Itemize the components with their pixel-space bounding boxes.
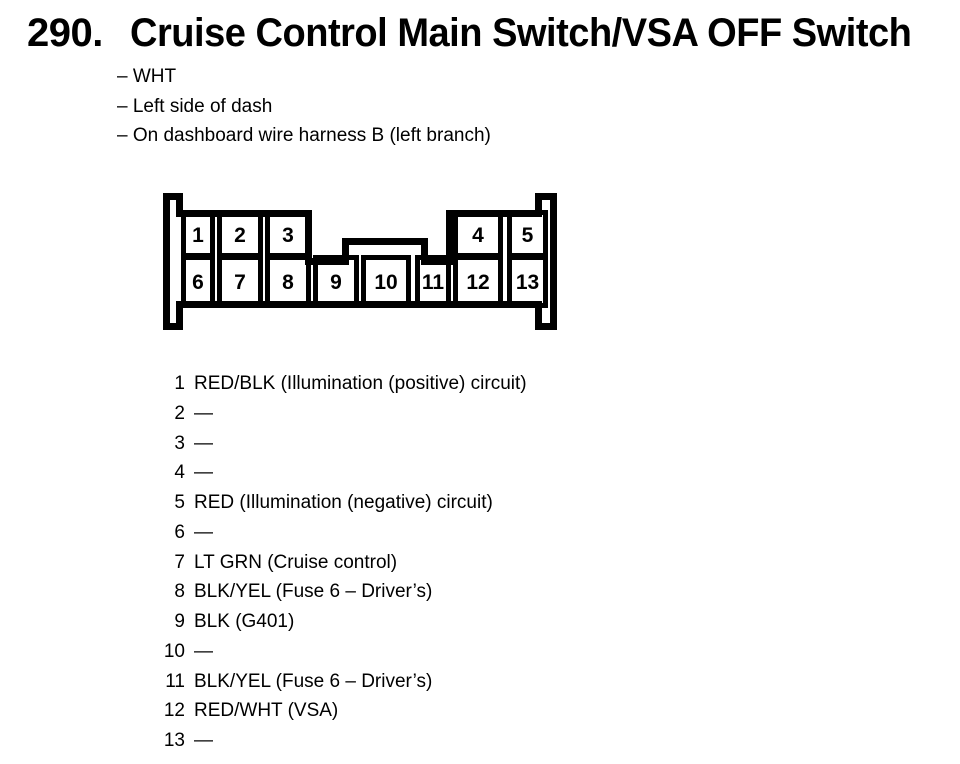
pin-row-1: 1 RED/BLK (Illumination (positive) circu… — [152, 369, 527, 399]
pin-wire-desc: — — [194, 640, 213, 662]
pin-number: 5 — [174, 492, 185, 513]
detail-line-harness: – On dashboard wire harness B (left bran… — [117, 125, 491, 146]
pin-number: 3 — [174, 432, 185, 454]
pin-wire-desc: BLK/YEL (Fuse 6 – Driver’s) — [194, 581, 433, 603]
pin-wire-desc: — — [194, 462, 213, 484]
cell-number-8: 8 — [282, 271, 294, 294]
cell-number-4: 4 — [472, 224, 484, 247]
pin-number: 7 — [174, 551, 185, 573]
pin-wire-desc: RED/WHT (VSA) — [194, 700, 339, 722]
pin-number: 1 — [174, 373, 185, 394]
pin-row-11: 11 BLK/YEL (Fuse 6 – Driver’s) — [152, 667, 527, 697]
connector-cell-numbers: 1 2 3 4 5 6 7 8 9 10 11 12 13 — [192, 224, 539, 294]
pin-list: 1 RED/BLK (Illumination (positive) circu… — [152, 369, 527, 756]
pin-number: 8 — [174, 581, 185, 603]
pin-row-7: 7 LT GRN (Cruise control) — [152, 548, 527, 578]
cell-number-1: 1 — [192, 224, 204, 247]
cell-number-6: 6 — [192, 271, 204, 294]
pin-row-10: 10 — — [152, 637, 527, 667]
pin-wire-desc: — — [194, 521, 213, 543]
pin-row-6: 6 — — [152, 518, 527, 548]
cell-number-13: 13 — [516, 271, 539, 294]
pin-row-4: 4 — — [152, 458, 527, 488]
pin-wire-desc: — — [194, 730, 213, 751]
cell-number-7: 7 — [234, 271, 246, 294]
connector-cell-4 — [453, 210, 503, 258]
cell-number-3: 3 — [282, 224, 294, 247]
pin-number: 10 — [163, 640, 185, 662]
detail-line-color: – WHT — [117, 66, 177, 87]
connector-svg: 1 2 3 4 5 6 7 8 9 10 11 12 13 — [163, 193, 557, 330]
cell-number-5: 5 — [522, 224, 534, 247]
section-number: 290. — [27, 11, 103, 55]
connector-housing-outline — [163, 193, 557, 330]
cell-number-12: 12 — [466, 271, 489, 294]
pin-wire-desc: BLK (G401) — [194, 611, 295, 632]
page-title: Cruise Control Main Switch/VSA OFF Switc… — [130, 11, 912, 55]
cell-number-10: 10 — [374, 271, 397, 294]
detail-notes: – WHT – Left side of dash – On dashboard… — [117, 62, 491, 151]
pin-number: 12 — [163, 700, 185, 722]
cell-number-11: 11 — [422, 271, 445, 294]
pin-row-13: 13 — — [152, 726, 527, 756]
pin-wire-desc: LT GRN (Cruise control) — [194, 551, 398, 573]
pin-wire-desc: RED (Illumination (negative) circuit) — [194, 492, 493, 513]
pin-number: 4 — [174, 462, 185, 484]
connector-diagram: 1 2 3 4 5 6 7 8 9 10 11 12 13 — [163, 193, 557, 330]
pin-row-8: 8 BLK/YEL (Fuse 6 – Driver’s) — [152, 577, 527, 607]
pin-row-9: 9 BLK (G401) — [152, 607, 527, 637]
pin-row-12: 12 RED/WHT (VSA) — [152, 696, 527, 726]
pin-number: 11 — [165, 670, 185, 692]
pin-wire-desc: — — [194, 402, 213, 424]
pin-number: 6 — [174, 521, 185, 543]
pin-row-5: 5 RED (Illumination (negative) circuit) — [152, 488, 527, 518]
pin-wire-desc: RED/BLK (Illumination (positive) circuit… — [194, 373, 527, 394]
cell-number-2: 2 — [234, 224, 246, 247]
cell-number-9: 9 — [330, 271, 342, 294]
connector-cell-6 — [181, 255, 215, 308]
pin-row-3: 3 — — [152, 429, 527, 459]
pin-wire-desc: — — [194, 432, 213, 454]
connector-cell-8 — [265, 255, 311, 308]
pin-number: 13 — [163, 730, 185, 751]
pin-row-2: 2 — — [152, 399, 527, 429]
detail-line-location: – Left side of dash — [117, 95, 273, 117]
pin-wire-desc: BLK/YEL (Fuse 6 – Driver’s) — [194, 670, 433, 692]
pin-number: 9 — [174, 611, 185, 632]
pin-number: 2 — [174, 402, 185, 424]
